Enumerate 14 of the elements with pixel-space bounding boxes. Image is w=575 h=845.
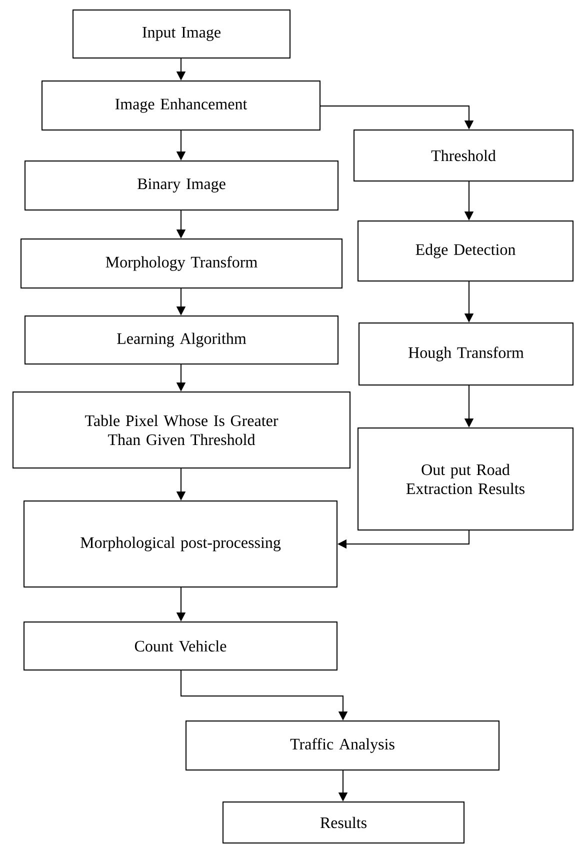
- process-box: Table Pixel Whose Is Greater Than Given Threshold: [12, 392, 350, 468]
- process-box: Count Vehicle: [24, 622, 338, 670]
- process-box: Binary Image: [24, 160, 338, 210]
- process-box: Learning Algorithm: [24, 316, 338, 364]
- process-box: Morphology Transform: [20, 238, 342, 288]
- process-box: Traffic Analysis: [186, 720, 500, 770]
- process-box: Threshold: [354, 130, 574, 182]
- process-box: Input Image: [72, 9, 290, 58]
- process-box: Morphological post-processing: [24, 500, 338, 588]
- process-box: Image Enhancement: [42, 80, 320, 130]
- process-box: Out put Road Extraction Results: [358, 428, 574, 530]
- process-box: Hough Transform: [358, 322, 574, 386]
- process-box: Edge Detection: [358, 220, 574, 282]
- process-box: Results: [222, 802, 464, 844]
